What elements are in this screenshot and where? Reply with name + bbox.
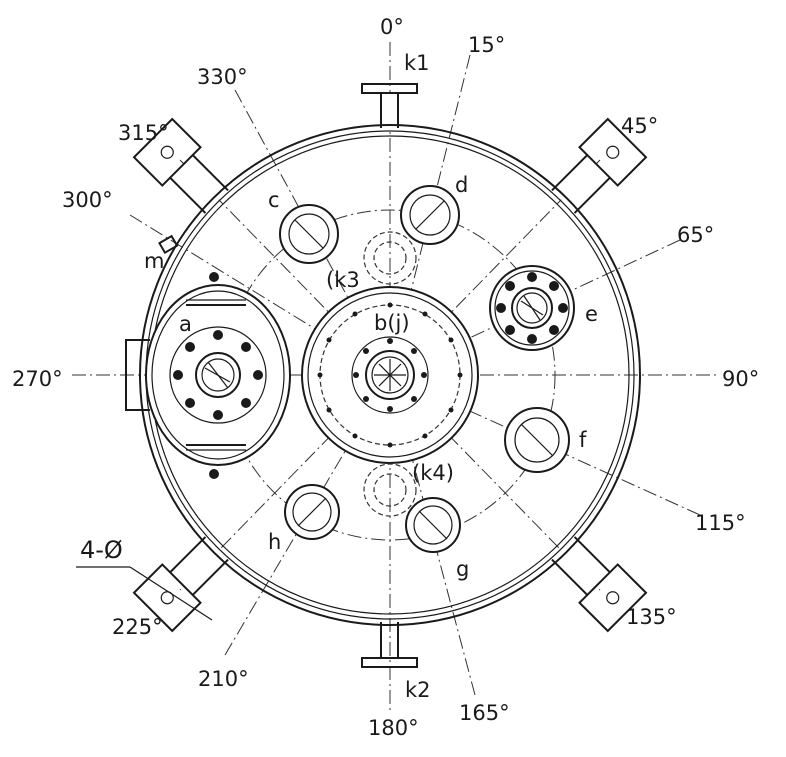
nozzle-c xyxy=(279,204,339,264)
label-m: m xyxy=(144,249,164,273)
angle-labels: 0° 15° 330° 315° 45° 300° 65° 270° 90° 1… xyxy=(12,15,759,740)
nozzle-k2 xyxy=(361,622,418,668)
label-d: d xyxy=(455,173,468,197)
nozzle-h xyxy=(284,484,340,540)
angle-label-315: 315° xyxy=(118,121,169,145)
nozzle-labels: k1 k2 (k3 (k4) a b(j) c d e f g h m xyxy=(144,51,598,702)
label-k2: k2 xyxy=(405,678,431,702)
angle-label-45: 45° xyxy=(621,114,658,138)
label-b: b(j) xyxy=(374,311,410,335)
angle-label-135: 135° xyxy=(626,605,677,629)
angle-label-115: 115° xyxy=(695,511,746,535)
label-e: e xyxy=(585,302,598,326)
angle-label-15: 15° xyxy=(468,33,505,57)
nozzle-k3-hidden xyxy=(363,231,417,285)
angle-label-165: 165° xyxy=(459,701,510,725)
angle-label-270: 270° xyxy=(12,367,63,391)
label-k1: k1 xyxy=(404,51,430,75)
nozzle-f xyxy=(504,407,570,473)
angle-label-210: 210° xyxy=(198,667,249,691)
label-g: g xyxy=(456,557,469,581)
label-k4: (k4) xyxy=(412,461,454,485)
angle-label-90: 90° xyxy=(722,367,759,391)
label-f: f xyxy=(579,428,587,452)
nozzle-d xyxy=(400,185,460,245)
nozzle-k1 xyxy=(361,83,418,128)
nozzle-m xyxy=(158,234,179,255)
angle-label-180: 180° xyxy=(368,716,419,740)
nozzle-e-flange xyxy=(489,265,575,351)
angle-label-330: 330° xyxy=(197,65,248,89)
hole-count-note: 4-Ø xyxy=(80,536,123,564)
nozzle-k4-hidden xyxy=(363,463,417,517)
side-bracket xyxy=(125,339,150,411)
manway-a xyxy=(145,272,291,479)
central-flange-b xyxy=(301,286,479,464)
label-a: a xyxy=(179,312,192,336)
label-h: h xyxy=(268,530,281,554)
angle-label-225: 225° xyxy=(112,615,163,639)
label-k3: (k3 xyxy=(326,268,360,292)
nozzle-g xyxy=(405,497,461,553)
angle-label-0: 0° xyxy=(380,15,404,39)
angle-label-300: 300° xyxy=(62,188,113,212)
label-c: c xyxy=(268,188,280,212)
angle-label-65: 65° xyxy=(677,223,714,247)
